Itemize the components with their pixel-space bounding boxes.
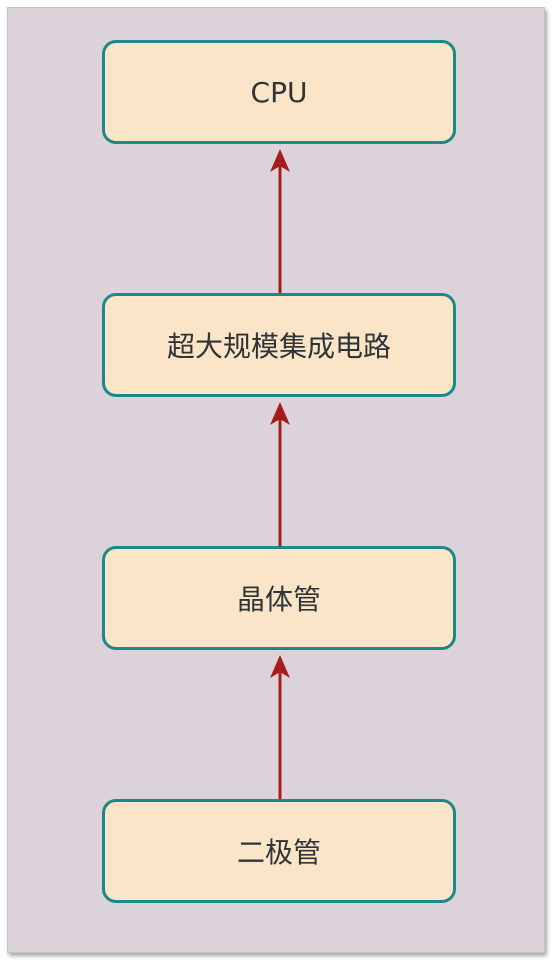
node-cpu: CPU [102,40,456,144]
node-vlsi: 超大规模集成电路 [102,293,456,397]
node-transistor: 晶体管 [102,546,456,650]
node-diode-label: 二极管 [236,836,321,869]
node-cpu-label: CPU [250,75,308,109]
node-vlsi-label: 超大规模集成电路 [166,330,391,363]
node-transistor-label: 晶体管 [236,583,321,616]
node-diode: 二极管 [102,799,456,903]
